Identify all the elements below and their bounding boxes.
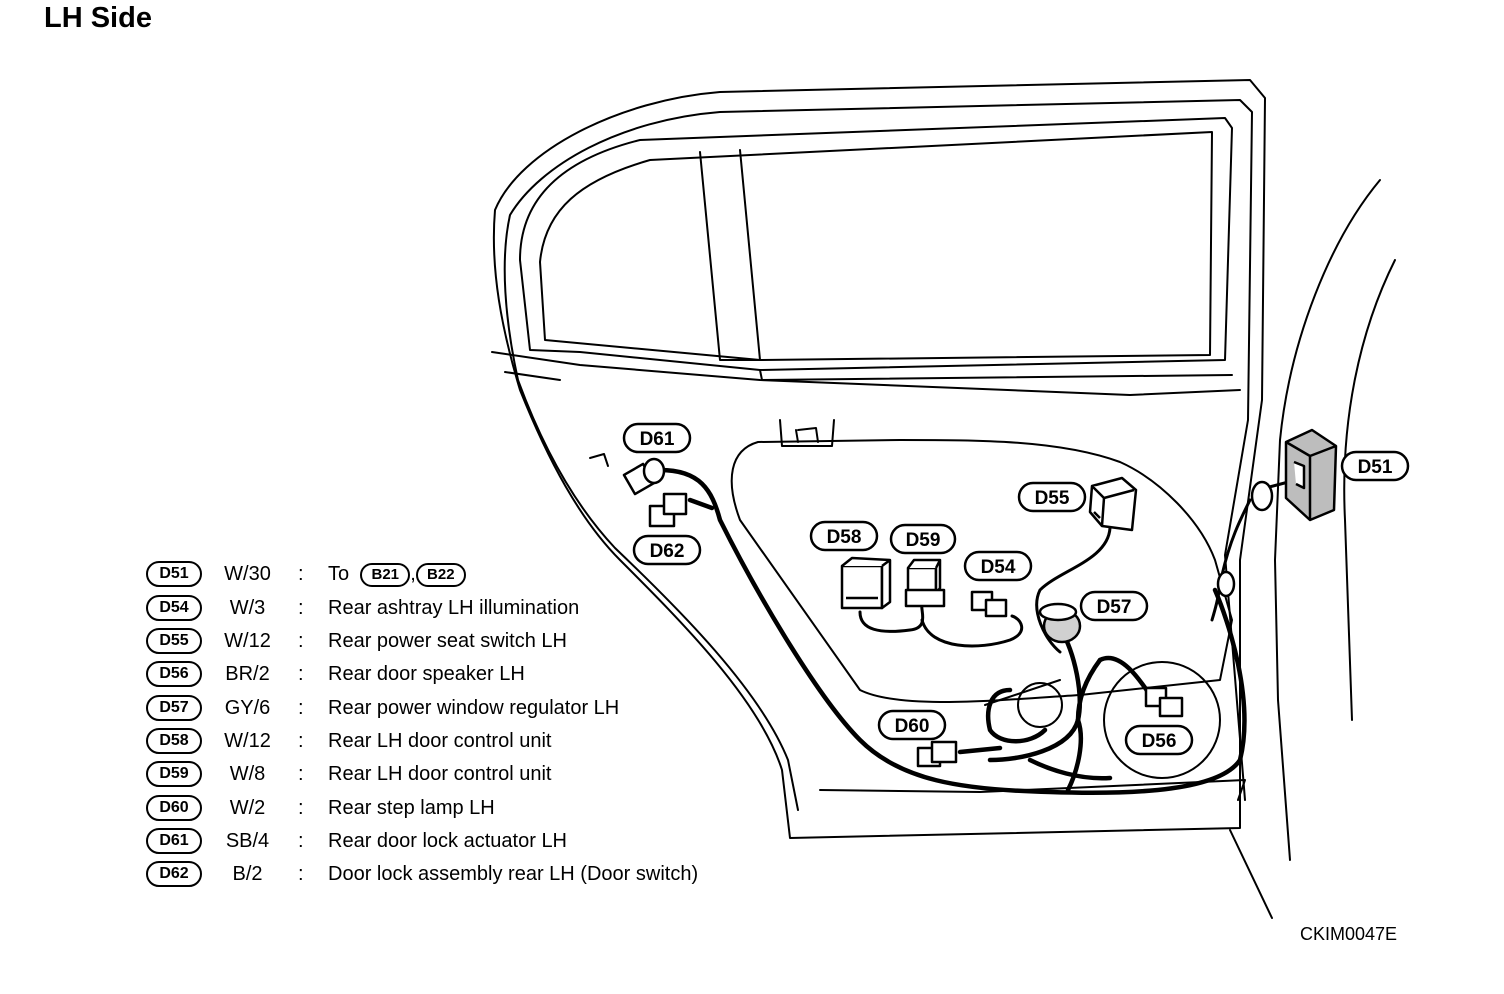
wire-spec: W/12: [224, 730, 271, 752]
connector-id-badge: D55: [146, 628, 202, 654]
svg-text:D58: D58: [827, 527, 862, 548]
svg-text:D62: D62: [650, 541, 685, 562]
d54-connector: [970, 590, 1008, 618]
d58-connector: [840, 556, 892, 610]
connector-description: Door lock assembly rear LH (Door switch): [328, 863, 699, 885]
d57-connector: [1038, 602, 1082, 644]
wire-spec: BR/2: [225, 663, 270, 685]
connector-description: Rear power window regulator LH: [328, 697, 620, 719]
d51-connector: [1284, 428, 1338, 522]
harness-main: [657, 467, 1247, 795]
d60-connector: [916, 740, 958, 768]
d55-connector: [1088, 476, 1138, 532]
connector-id-badge: D56: [146, 661, 202, 687]
callout-d57: D57: [1079, 590, 1149, 622]
svg-text:D55: D55: [1035, 488, 1070, 509]
wire-spec: SB/4: [225, 830, 270, 852]
connector-description: Rear LH door control unit: [328, 730, 552, 752]
svg-text:D60: D60: [895, 716, 930, 737]
callout-d58: D58: [809, 520, 879, 552]
connector-description: Rear LH door control unit: [328, 763, 552, 785]
callout-d55: D55: [1017, 481, 1087, 513]
callout-d60: D60: [877, 709, 947, 741]
connector-description: To B21,B22: [328, 561, 466, 587]
grommet: [1216, 480, 1274, 598]
body-pillar: [1274, 179, 1381, 861]
connector-id-badge: D58: [146, 728, 202, 754]
d59-connector: [904, 558, 946, 608]
svg-text:D61: D61: [640, 429, 675, 450]
d62-connector: [648, 492, 688, 528]
wire-spec: B/2: [232, 863, 263, 885]
connector-id-badge: D51: [146, 561, 202, 587]
d61-connector: [622, 457, 666, 496]
callout-d56: D56: [1124, 724, 1194, 756]
connector-id-badge: D62: [146, 861, 202, 887]
connector-id-badge: D60: [146, 795, 202, 821]
connector-description: Rear door lock actuator LH: [328, 830, 568, 852]
wire-spec: GY/6: [224, 697, 271, 719]
window-frame: [519, 117, 1233, 371]
svg-text:D56: D56: [1142, 731, 1177, 752]
wire-spec: W/2: [229, 797, 266, 819]
wire-spec: W/3: [229, 597, 266, 619]
ref-badge-b22: B22: [415, 562, 466, 587]
connector-id-badge: D59: [146, 761, 202, 787]
wire-spec: W/30: [224, 563, 271, 585]
connector-id-badge: D57: [146, 695, 202, 721]
speaker-ring: [1103, 661, 1221, 779]
svg-text:D59: D59: [906, 530, 941, 551]
connector-id-badge: D61: [146, 828, 202, 854]
wire-spec: W/12: [224, 630, 271, 652]
connector-id-badge: D54: [146, 595, 202, 621]
callout-d62: D62: [632, 534, 702, 566]
door-inner-outline: [503, 99, 1253, 811]
d56-connector: [1144, 686, 1184, 718]
callout-d59: D59: [889, 523, 957, 555]
inner-panel: [730, 439, 1233, 703]
svg-text:D51: D51: [1358, 457, 1393, 478]
callout-d51: D51: [1340, 450, 1410, 482]
connector-description: Rear step lamp LH: [328, 797, 495, 819]
door-outline: [492, 79, 1266, 839]
figure-code: CKIM0047E: [1300, 924, 1398, 944]
connector-description: Rear door speaker LH: [328, 663, 525, 685]
callout-d54: D54: [963, 550, 1033, 582]
callout-d61: D61: [622, 422, 692, 454]
ref-badge-b21: B21: [360, 562, 411, 587]
wire-spec: W/8: [229, 763, 266, 785]
svg-text:D57: D57: [1097, 597, 1132, 618]
connector-description: Rear power seat switch LH: [328, 630, 567, 652]
connector-description: Rear ashtray LH illumination: [328, 597, 580, 619]
page-title: LH Side: [44, 2, 152, 34]
svg-text:D54: D54: [981, 557, 1016, 578]
